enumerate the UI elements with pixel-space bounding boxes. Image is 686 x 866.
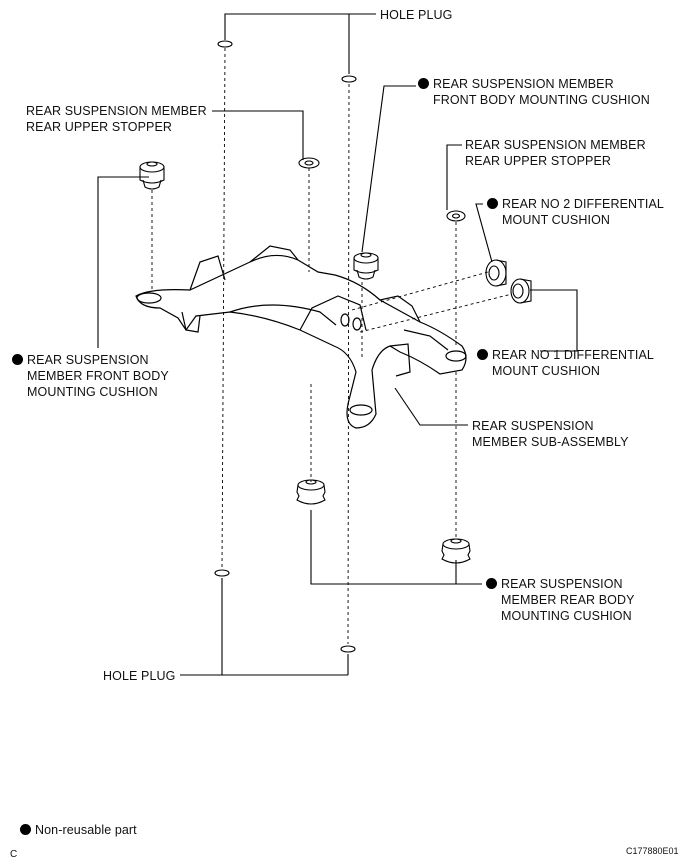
rear-cushion-label: REAR SUSPENSION MEMBER REAR BODY MOUNTIN…: [486, 576, 635, 624]
sub-assembly-label: REAR SUSPENSION MEMBER SUB-ASSEMBLY: [472, 419, 629, 449]
suspension-member-shape: [135, 245, 467, 429]
upper-stopper-right-shape: [446, 210, 466, 222]
hole-plug-top-leader: [224, 13, 376, 40]
hole-plug-bottom-leader: [180, 578, 223, 676]
diff-mount-1-shape: [510, 278, 532, 304]
legend-text: Non-reusable part: [35, 823, 137, 837]
upper-stopper-left-label: REAR SUSPENSION MEMBER REAR UPPER STOPPE…: [26, 104, 207, 134]
front-cushion-center-shape: [353, 252, 379, 280]
non-reusable-dot: [418, 78, 429, 89]
non-reusable-dot: [12, 354, 23, 365]
rear-cushion-right-shape: [441, 538, 471, 564]
legend-dot: [20, 824, 31, 835]
hole-plug-top-label: HOLE PLUG: [380, 8, 453, 22]
diff-mount-2-label: REAR NO 2 DIFFERENTIAL MOUNT CUSHION: [487, 196, 664, 228]
non-reusable-dot: [487, 198, 498, 209]
hole-plug-bottom-label: HOLE PLUG: [103, 669, 176, 683]
legend: Non-reusable part: [20, 822, 137, 838]
rear-cushion-left-shape: [296, 479, 326, 505]
upper-stopper-right-label: REAR SUSPENSION MEMBER REAR UPPER STOPPE…: [465, 138, 646, 168]
non-reusable-dot: [486, 578, 497, 589]
corner-letter: C: [10, 849, 18, 860]
front-cushion-left-shape: [139, 161, 165, 190]
diff-mount-2-shape: [485, 259, 507, 287]
front-cushion-left-label: REAR SUSPENSION MEMBER FRONT BODY MOUNTI…: [12, 352, 169, 400]
upper-stopper-left-shape: [298, 157, 320, 169]
diff-mount-1-label: REAR NO 1 DIFFERENTIAL MOUNT CUSHION: [477, 347, 654, 379]
front-cushion-top-label: REAR SUSPENSION MEMBER FRONT BODY MOUNTI…: [418, 76, 650, 108]
figure-id: C177880E01: [626, 846, 679, 856]
non-reusable-dot: [477, 349, 488, 360]
